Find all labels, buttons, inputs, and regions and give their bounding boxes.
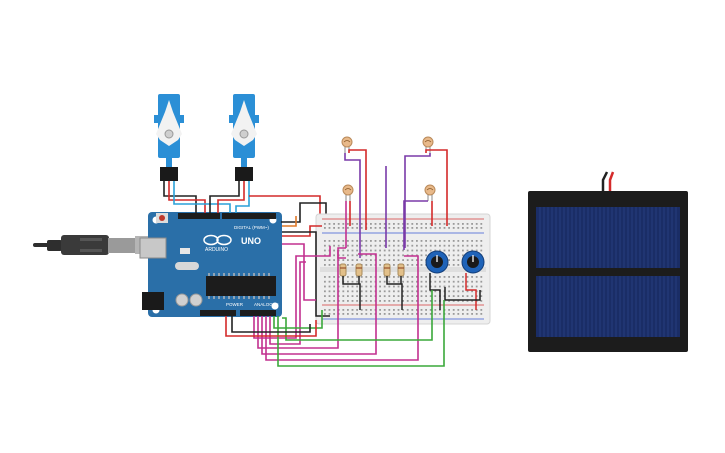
photoresistor-3[interactable]: [342, 184, 354, 201]
servo-connector: [160, 167, 178, 181]
digital-header-label: DIGITAL (PWM~): [234, 225, 269, 230]
usb-jack: [139, 237, 167, 259]
resistor-4[interactable]: [397, 263, 405, 277]
arduino-uno-board[interactable]: DIGITAL (PWM~) ARDUINO UNO: [139, 212, 282, 317]
photoresistor-4[interactable]: [424, 184, 436, 201]
solar-wire-black: [601, 171, 609, 192]
resistor-2[interactable]: [355, 263, 363, 277]
analog-header-label: ANALOG IN: [254, 302, 279, 307]
photoresistor-1[interactable]: [341, 136, 353, 153]
power-header: [200, 310, 236, 316]
atmega-chip: [206, 276, 276, 296]
digital-header-left: [178, 213, 220, 219]
smd-component: [180, 248, 190, 254]
resistor-1[interactable]: [339, 263, 347, 277]
arduino-logo: [203, 234, 232, 246]
power-jack: [142, 292, 164, 310]
photoresistor-wires: [344, 149, 448, 250]
capacitor: [175, 293, 189, 307]
arduino-logo-text: ARDUINO: [205, 247, 228, 253]
solar-cell-lines: [539, 207, 677, 337]
servo-motor-right[interactable]: [229, 94, 259, 181]
digital-header-right: [222, 213, 276, 219]
resistor-3[interactable]: [383, 263, 391, 277]
solar-panel[interactable]: [528, 171, 688, 352]
chip-pins: [208, 273, 270, 299]
breadboard-holes: [324, 223, 483, 315]
servo-motor-left[interactable]: [154, 94, 184, 181]
capacitor: [189, 293, 203, 307]
servo-horn: [231, 100, 257, 146]
servo-connector: [235, 167, 253, 181]
crystal-oscillator: [175, 262, 199, 270]
usb-connector-metal: [108, 238, 136, 253]
servo-wires: [163, 181, 327, 230]
signal-wires: [225, 216, 445, 367]
analog-header: [240, 310, 276, 316]
arduino-uno-label: UNO: [241, 236, 261, 246]
breadboard-jumpers: [337, 247, 481, 310]
solar-wire-red: [608, 171, 615, 192]
potentiometer-2[interactable]: [461, 250, 485, 274]
potentiometer-1[interactable]: [425, 250, 449, 274]
usb-cable[interactable]: [33, 235, 165, 255]
servo-horn: [156, 100, 182, 146]
power-header-label: POWER: [226, 302, 244, 307]
mount-hole: [271, 302, 279, 310]
